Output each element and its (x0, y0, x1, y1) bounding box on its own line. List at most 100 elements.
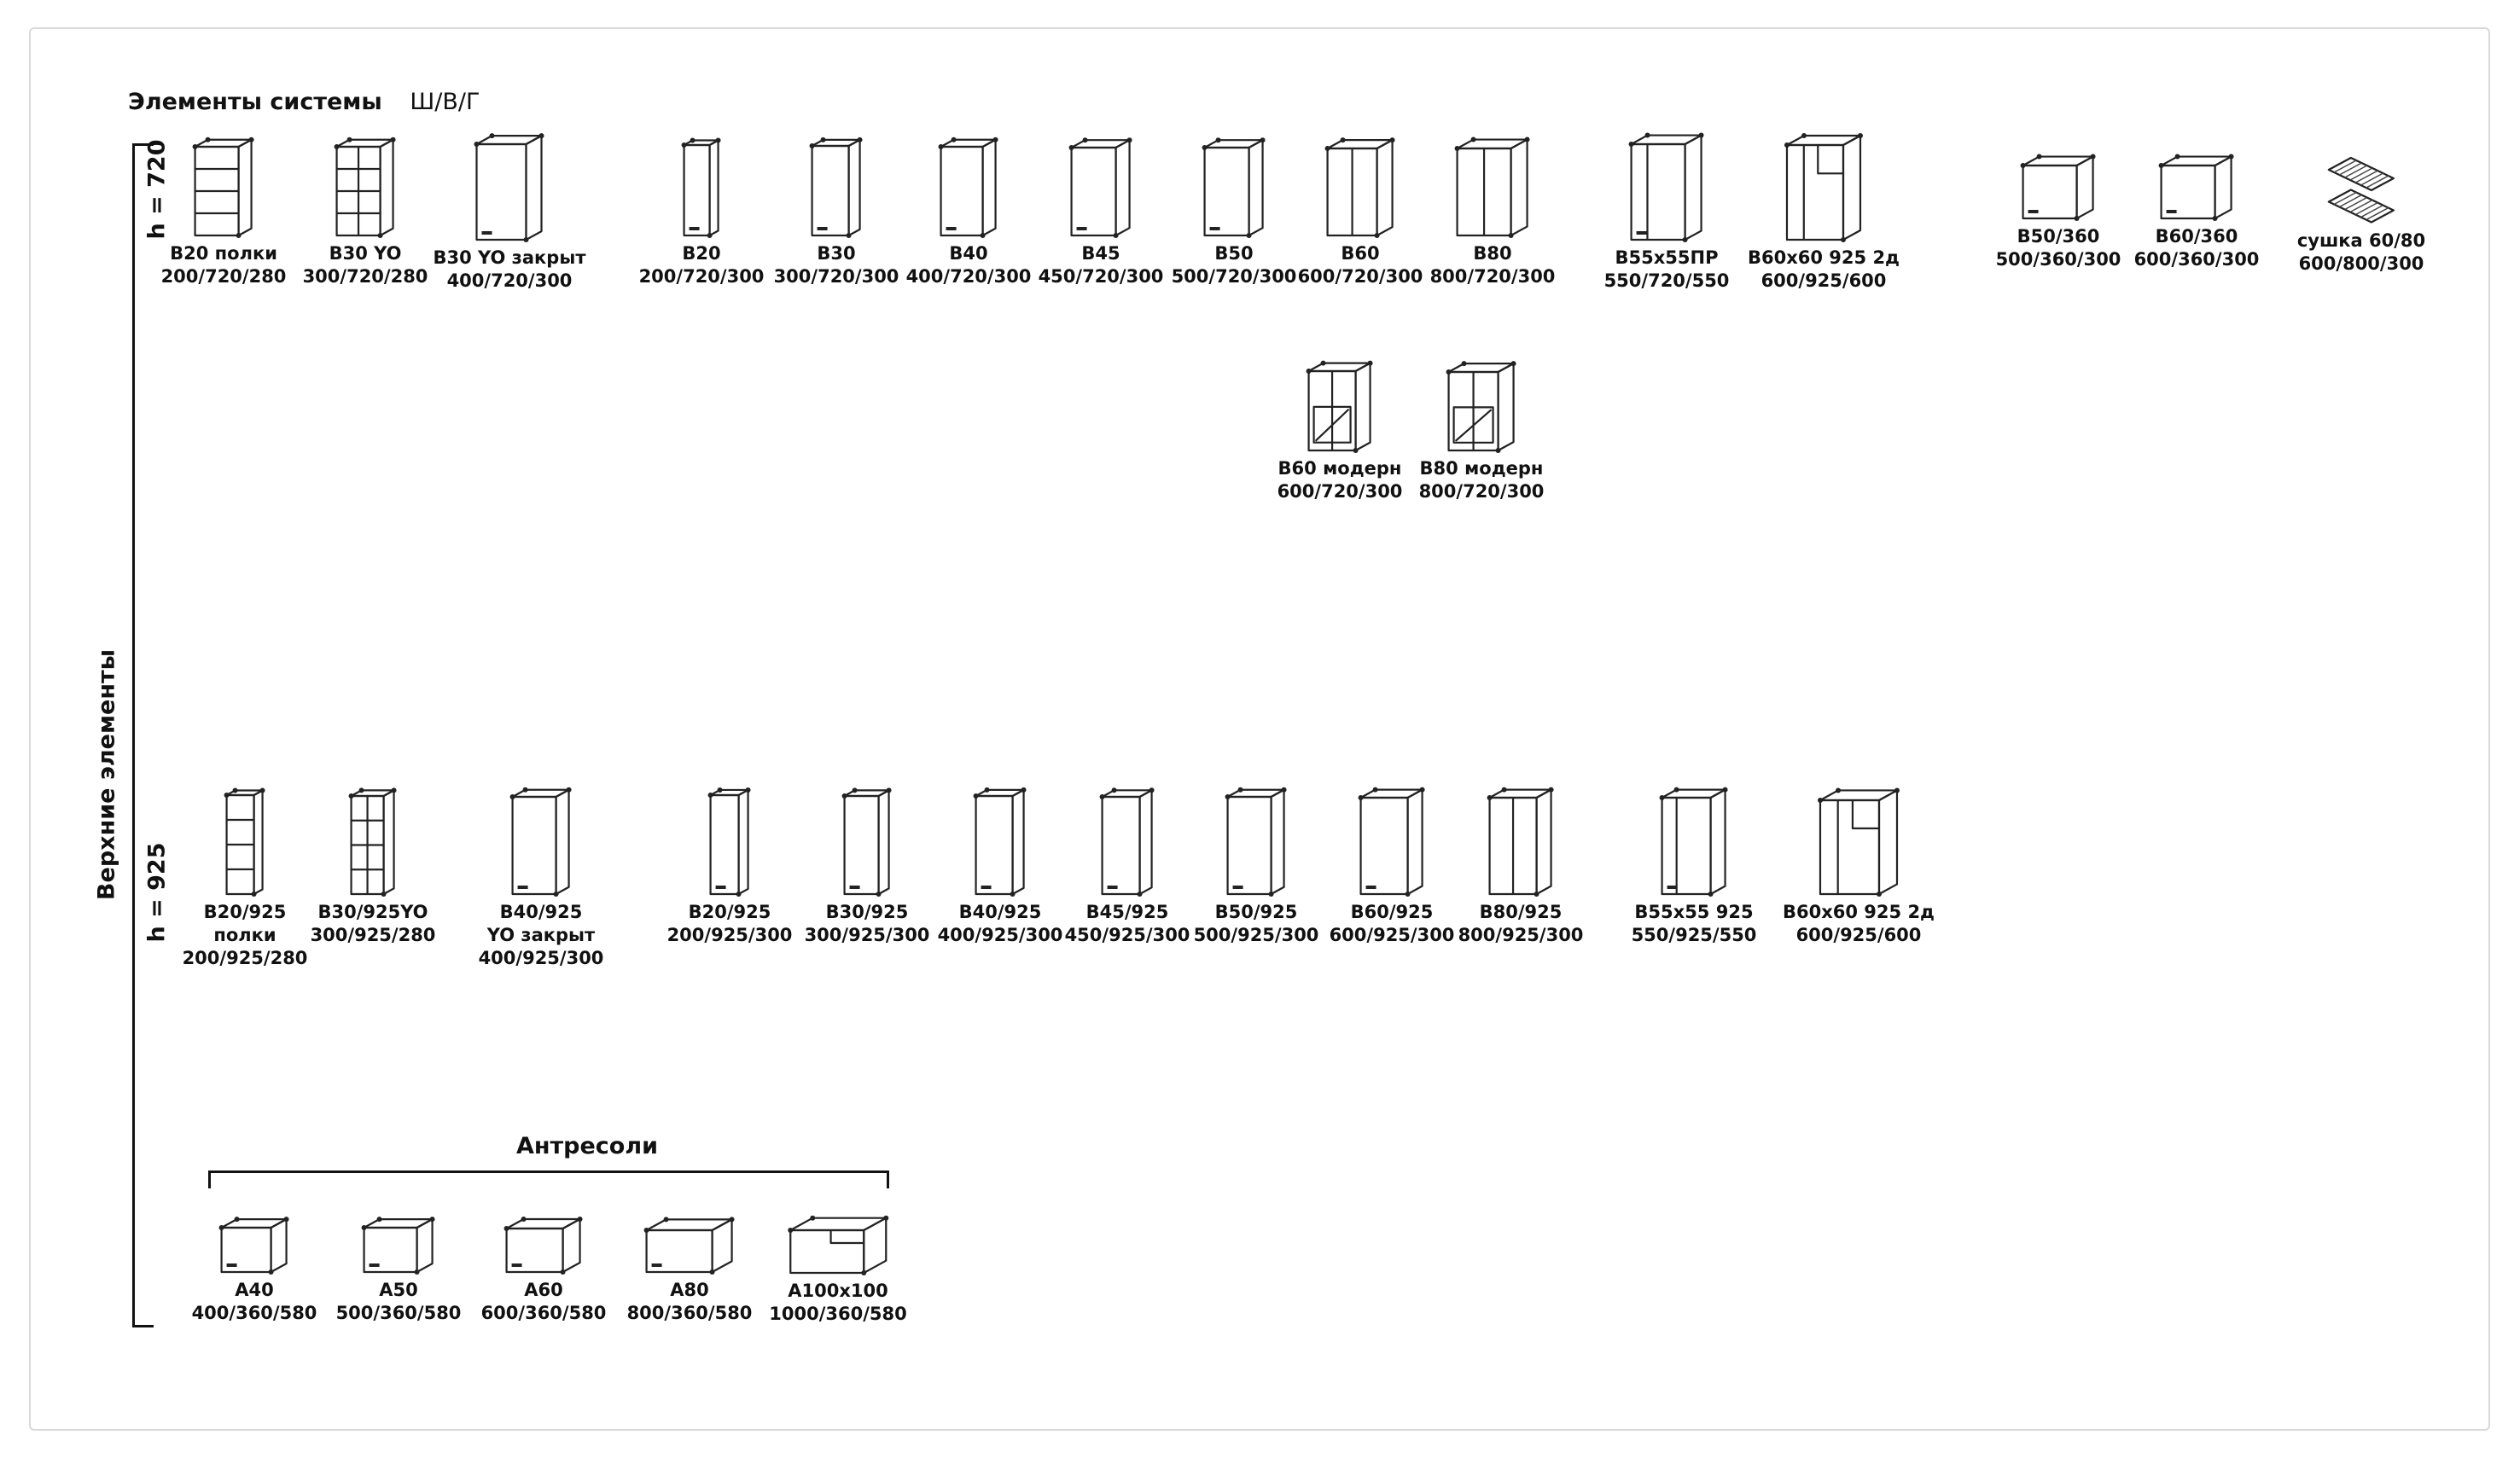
item-dimensions: 800/925/300 (1458, 925, 1584, 945)
item-name: В20/925 (688, 902, 771, 922)
item-name: В50 (1214, 243, 1254, 264)
corner-l-cabinet-icon (1818, 787, 1900, 897)
item-name: В80 (1473, 243, 1512, 264)
antresoli-bracket (208, 1170, 889, 1188)
item-h925-8: В60/925 600/925/300 (1329, 787, 1455, 947)
item-h925-7: В50/925 500/925/300 (1193, 787, 1319, 947)
item-name: В60/925 (1350, 902, 1434, 922)
item-name: В60х60 925 2д (1782, 902, 1935, 922)
wall-cabinet-icon (1202, 137, 1266, 238)
item-name: В30 YO закрыт (433, 247, 586, 268)
item-name: В80/925 (1479, 902, 1563, 922)
item-dimensions: 300/720/280 (302, 266, 428, 287)
item-h925-3: В20/925 200/925/300 (666, 787, 793, 947)
antresoli-title: Антресоли (515, 1133, 659, 1159)
item-name: В30/925 (825, 902, 909, 922)
item-antresoli-2: А60 600/360/580 (480, 1216, 607, 1325)
double-door-cabinet-icon (1487, 787, 1554, 897)
item-dimensions: 550/925/550 (1631, 925, 1757, 945)
item-h925-11: В60х60 925 2д 600/925/600 (1783, 787, 1935, 947)
item-dimensions: 600/925/600 (1761, 270, 1887, 291)
mezzanine-cabinet-icon (218, 1217, 289, 1275)
item-name-line2: полки (213, 925, 276, 945)
item-dimensions: 500/360/300 (1995, 249, 2121, 270)
item-dimensions: 400/925/300 (937, 925, 1063, 945)
item-dimensions: 200/925/300 (666, 925, 793, 945)
item-name: А40 (235, 1280, 274, 1300)
item-dimensions: 400/925/300 (478, 948, 604, 968)
corner-angled-cabinet-icon (1628, 132, 1704, 242)
item-name: А100х100 (788, 1281, 888, 1301)
item-name: В20 (682, 243, 721, 264)
item-name: А60 (524, 1280, 563, 1300)
page-title: Элементы системы (128, 89, 382, 115)
item-dimensions: 450/925/300 (1064, 925, 1190, 945)
item-name-line2: YO закрыт (486, 925, 596, 945)
corner-end-closed-cabinet-icon (509, 787, 572, 897)
item-name: В60 модерн (1277, 458, 1402, 479)
item-dimensions: 600/360/580 (480, 1303, 607, 1323)
item-dimensions: 500/925/300 (1193, 925, 1319, 945)
item-name: В40/925 (958, 902, 1042, 922)
item-dimensions: 200/720/300 (638, 266, 765, 287)
item-dimensions: 500/720/300 (1171, 266, 1297, 287)
double-door-cabinet-icon (1454, 137, 1530, 238)
row-label-h925: h = 925 (143, 842, 171, 943)
wall-cabinet-icon (1225, 787, 1287, 897)
item-h925-5: В40/925 400/925/300 (937, 787, 1063, 947)
item-name: В20 полки (170, 243, 277, 264)
corner-end-closed-cabinet-icon (474, 133, 544, 242)
item-name: В50/360 (2017, 226, 2100, 247)
item-dimensions: 1000/360/580 (769, 1304, 907, 1324)
item-dimensions: 400/720/300 (905, 266, 1032, 287)
wall-cabinet-icon (1099, 787, 1155, 897)
mezzanine-corner-icon (788, 1215, 888, 1275)
item-name: В45 (1081, 243, 1120, 264)
corner-l-cabinet-icon (1784, 133, 1863, 242)
wall-cabinet-icon (707, 787, 751, 897)
item-dimensions: 300/720/300 (773, 266, 899, 287)
item-name: В50/925 (1214, 902, 1298, 922)
dimension-legend: Ш/В/Г (410, 89, 480, 115)
item-dimensions: 450/720/300 (1038, 266, 1164, 287)
item-name: сушка 60/80 (2296, 230, 2426, 251)
upper-elements-bracket (132, 143, 154, 1327)
glass-door-cabinet-icon (1306, 360, 1373, 453)
item-dimensions: 600/800/300 (2298, 253, 2424, 274)
item-dimensions: 300/925/280 (310, 925, 436, 945)
mezzanine-cabinet-icon (361, 1217, 435, 1275)
page-header: Элементы системы Ш/В/Г (128, 89, 480, 115)
low-cabinet-icon (2158, 154, 2234, 221)
item-name: В30 (817, 243, 856, 264)
item-dimensions: 600/720/300 (1297, 266, 1423, 287)
sheet-frame (29, 27, 2490, 1431)
item-dimensions: 200/925/280 (182, 948, 308, 968)
wall-cabinet-icon (1068, 137, 1132, 238)
item-dimensions: 600/925/600 (1795, 925, 1922, 945)
mezzanine-cabinet-icon (643, 1217, 735, 1275)
item-dimensions: 600/925/300 (1329, 925, 1455, 945)
